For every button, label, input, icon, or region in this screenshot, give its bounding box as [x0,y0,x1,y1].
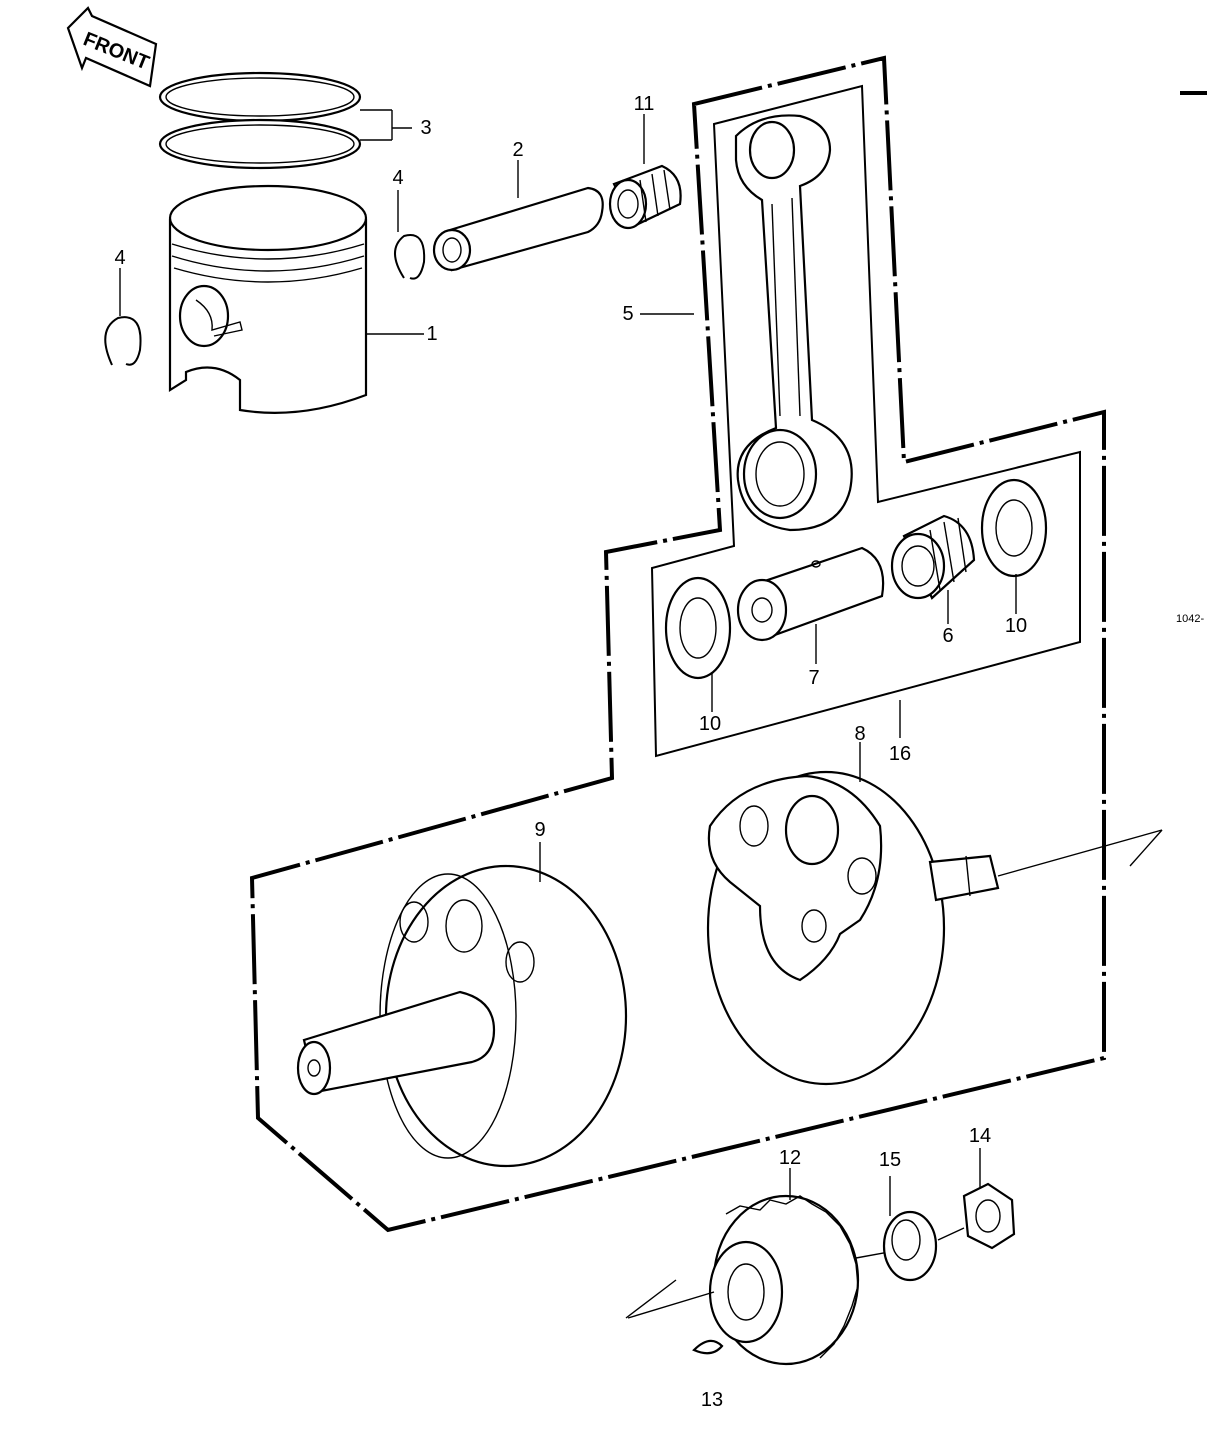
callout-8: 8 [854,723,865,745]
woodruff-key [692,1339,724,1355]
big-end-bearing [890,514,976,600]
callout-3: 3 [420,117,431,139]
crankshaft-half-right [706,770,1000,1086]
crankshaft-half-left [296,864,628,1168]
callout-2: 2 [512,139,523,161]
callout-14: 14 [969,1125,991,1147]
piston [168,184,368,414]
callout-5: 5 [622,303,633,325]
callout-10-right: 10 [1005,615,1027,637]
small-end-bearing [608,164,682,230]
piston-pin [432,186,604,272]
callout-10-left: 10 [699,713,721,735]
connecting-rod-boundary [650,84,1081,758]
callout-9: 9 [534,819,545,841]
callout-12: 12 [779,1147,801,1169]
callout-4-right: 4 [392,167,403,189]
callout-13: 13 [701,1389,723,1411]
callout-6: 6 [942,625,953,647]
crankshaft-assembly-boundary [249,55,1106,1233]
callout-16: 16 [889,743,911,765]
front-arrow-icon: FRONT [66,6,158,88]
callout-1: 1 [426,323,437,345]
thrust-washer-right [980,478,1048,578]
callout-7: 7 [808,667,819,689]
thrust-washer-left [664,576,732,680]
reference-code: 1042- [1176,613,1204,625]
connecting-rod [734,114,853,532]
piston-rings [158,71,362,170]
lock-washer [882,1210,938,1282]
callout-11: 11 [634,93,655,115]
nut [962,1182,1016,1250]
circlip-right [394,234,426,280]
callout-4-left: 4 [114,247,125,269]
crank-pin [736,546,885,642]
callout-15: 15 [879,1149,901,1171]
circlip-left [104,316,142,366]
crank-gear [708,1194,860,1366]
